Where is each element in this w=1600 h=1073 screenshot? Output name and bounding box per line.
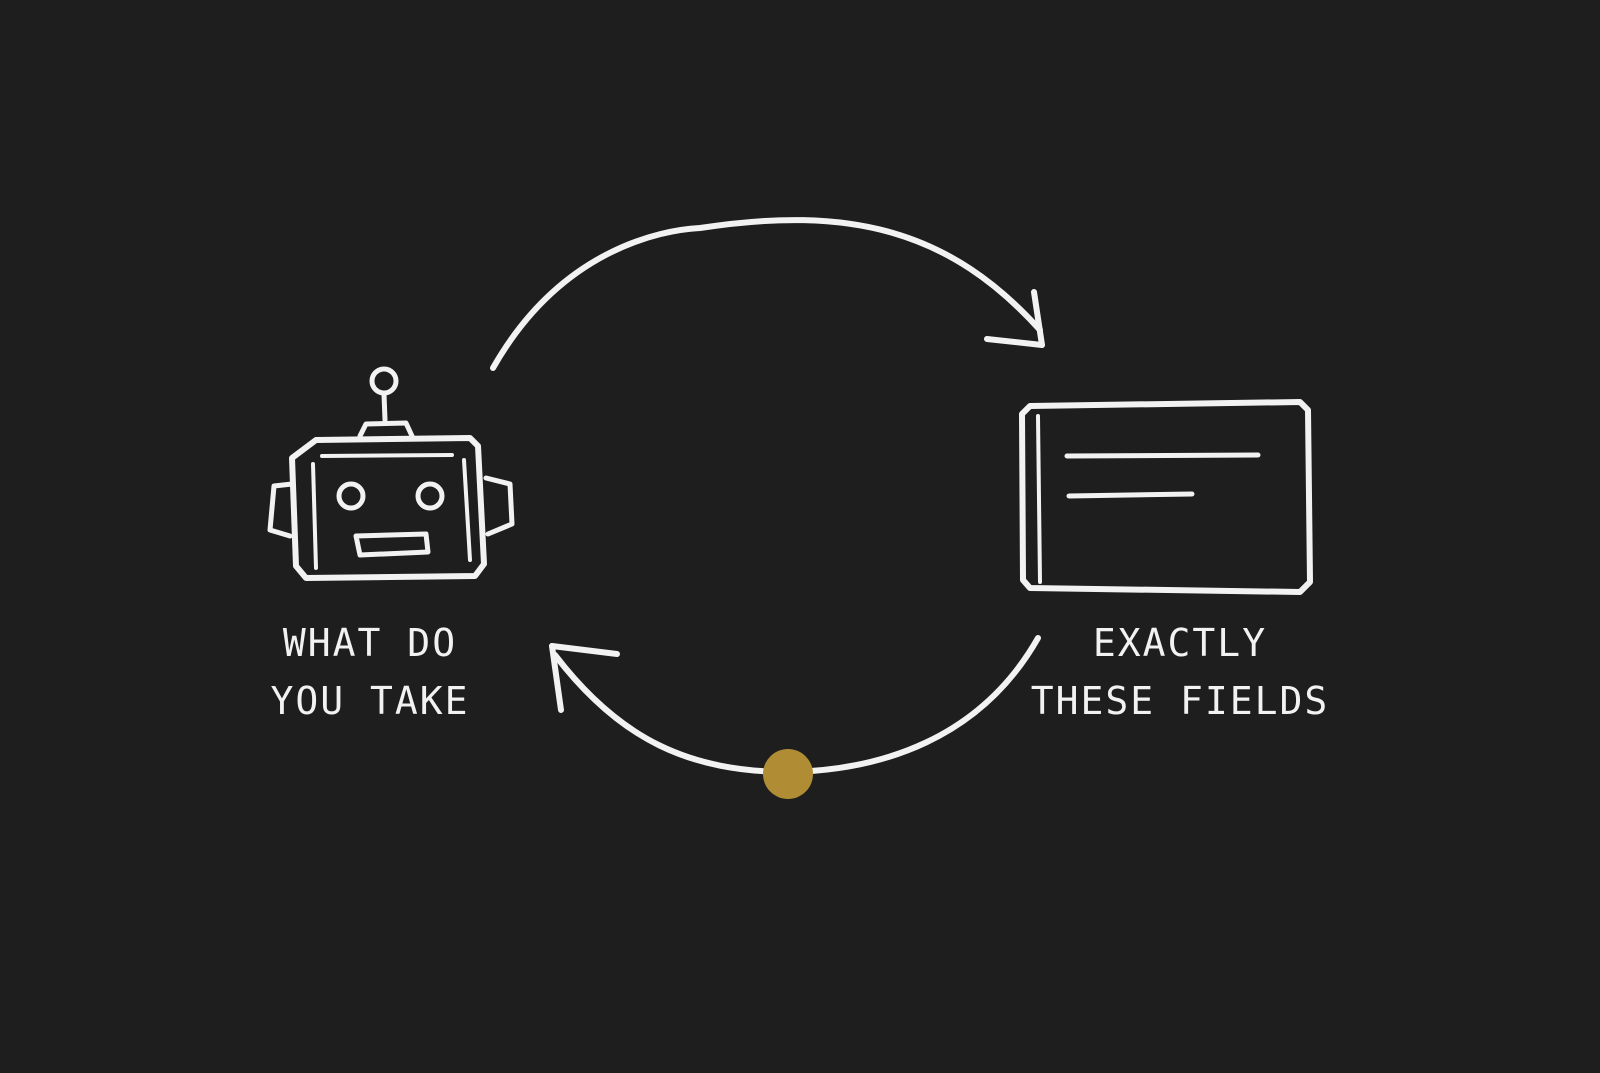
robot-caption-line-1: WHAT DO [282,621,458,665]
form-caption: EXACTLY THESE FIELDS [1020,614,1340,730]
robot-caption: WHAT DO YOU TAKE [240,614,500,730]
form-caption-line-2: THESE FIELDS [1030,679,1330,723]
form-window-icon [1019,399,1313,595]
robot-icon [267,366,515,581]
top-arc-arrow [490,217,1045,371]
robot-caption-line-2: YOU TAKE [270,679,470,723]
progress-dot [763,749,813,799]
form-caption-line-1: EXACTLY [1092,621,1268,665]
